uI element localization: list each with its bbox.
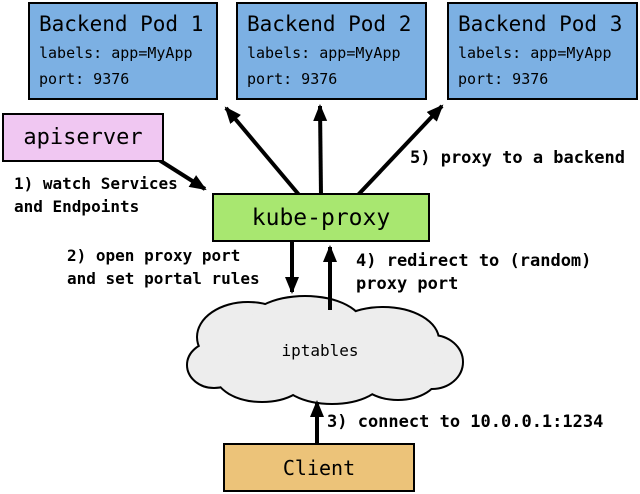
label-step-3: 3) connect to 10.0.0.1:1234 [327,411,603,434]
node-backend-pod-1: Backend Pod 1 labels: app=MyApp port: 93… [28,2,218,100]
label-step-5-line-1: 5) proxy to a backend [410,148,625,168]
pod-port: port: 9376 [458,70,549,88]
iptables-label: iptables [281,341,359,360]
node-apiserver: apiserver [2,113,164,162]
label-step-2-line-1: 2) open proxy port [67,246,241,265]
pod-title: Backend Pod 2 [247,12,412,36]
pod-labels: labels: app=MyApp [458,44,612,62]
label-step-2-line-2: and set portal rules [67,269,260,288]
kube-proxy-label: kube-proxy [251,204,391,231]
pod-labels: labels: app=MyApp [247,44,401,62]
pod-title: Backend Pod 1 [39,12,204,36]
node-backend-pod-3: Backend Pod 3 labels: app=MyApp port: 93… [447,2,638,100]
pod-title: Backend Pod 3 [458,12,623,36]
label-step-2: 2) open proxy port and set portal rules [67,244,260,290]
arrow-proxy-to-pod-2 [313,104,328,197]
client-label: Client [282,455,356,480]
arrow-watch-services [154,156,207,191]
node-kube-proxy: kube-proxy [212,193,430,242]
label-step-4: 4) redirect to (random) proxy port [356,250,591,296]
label-step-5: 5) proxy to a backend [410,147,625,170]
label-step-1: 1) watch Services and Endpoints [14,172,178,218]
arrow-proxy-to-pod-1 [224,106,302,198]
pod-port: port: 9376 [247,70,338,88]
apiserver-label: apiserver [23,125,143,150]
label-step-4-line-1: 4) redirect to (random) [356,251,592,271]
pod-labels: labels: app=MyApp [39,44,193,62]
node-client: Client [223,443,415,492]
label-step-4-line-2: proxy port [356,274,459,294]
label-step-3-line-1: 3) connect to 10.0.0.1:1234 [327,412,604,432]
label-step-1-line-2: and Endpoints [14,197,140,216]
node-backend-pod-2: Backend Pod 2 labels: app=MyApp port: 93… [236,2,427,100]
iptables-cloud-fill [188,297,462,403]
pod-port: port: 9376 [39,70,130,88]
arrow-proxy-to-pod-3 [355,104,444,198]
label-step-1-line-1: 1) watch Services [14,174,178,193]
